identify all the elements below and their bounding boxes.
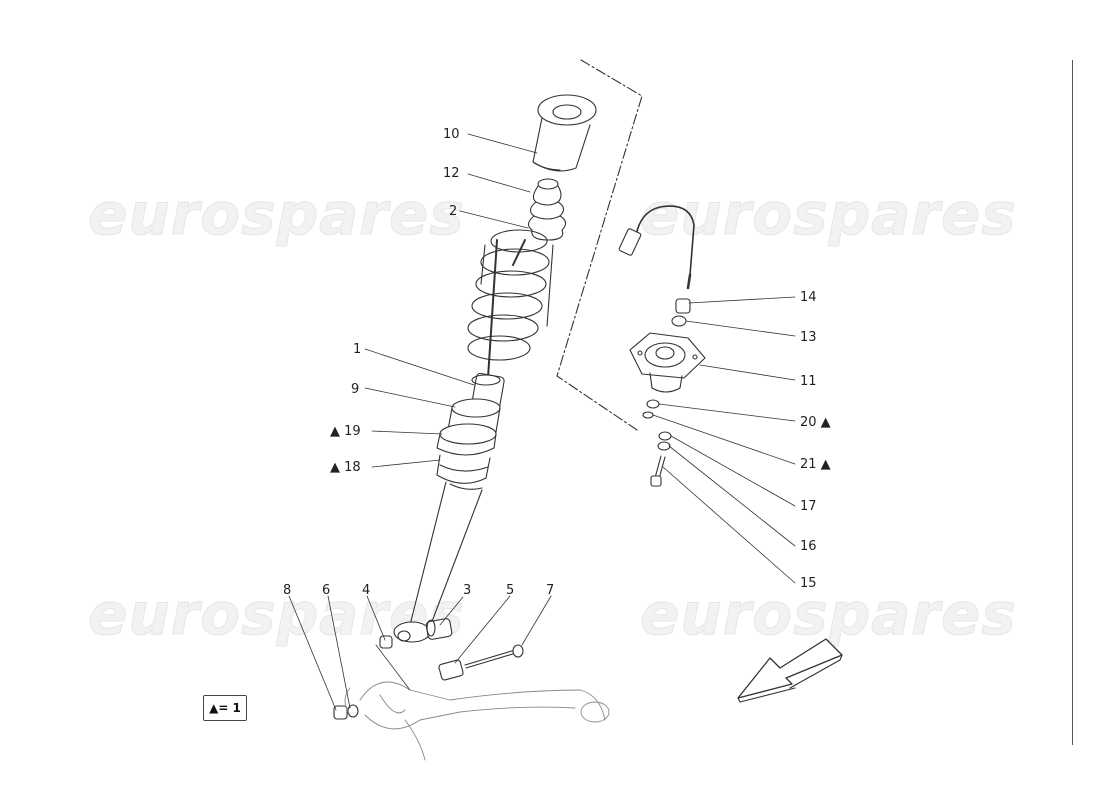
callout-5: 5 — [506, 583, 514, 598]
part-18-adjuster — [436, 454, 491, 484]
part-8-nut — [333, 705, 348, 720]
callout-10: 10 — [443, 127, 460, 142]
direction-arrow-icon — [737, 638, 843, 699]
callout-17: 17 — [800, 499, 817, 514]
watermark-bottom-right: eurospares — [640, 580, 1017, 649]
callout-2: 2 — [449, 204, 457, 219]
leader-lines — [288, 133, 796, 711]
callout-20: 20 ▲ — [800, 415, 831, 430]
sensor-cable — [618, 205, 695, 290]
callout-4: 4 — [362, 583, 370, 598]
part-10-dust-cover — [532, 94, 597, 172]
part-20-washer — [646, 399, 660, 409]
part-5-bushing — [438, 659, 464, 681]
callout-8: 8 — [283, 583, 291, 598]
watermark-top-right: eurospares — [640, 180, 1017, 249]
legend-box: ▲= 1 — [203, 695, 247, 721]
callout-14: 14 — [800, 290, 817, 305]
assembly-boundary — [556, 59, 643, 431]
part-19-ring — [436, 423, 497, 456]
callout-3: 3 — [463, 583, 471, 598]
part-16-washer — [657, 441, 671, 451]
part-12-bump-stop — [527, 178, 567, 241]
right-border-line — [1072, 60, 1073, 745]
callout-11: 11 — [800, 374, 817, 389]
callout-13: 13 — [800, 330, 817, 345]
callout-9: 9 — [351, 382, 359, 397]
callout-1: 1 — [353, 342, 361, 357]
part-1-shock-absorber — [471, 239, 505, 413]
callout-18: ▲ 18 — [330, 460, 361, 475]
callout-7: 7 — [546, 583, 554, 598]
callout-12: 12 — [443, 166, 460, 181]
part-11-top-mount — [629, 332, 706, 393]
part-3-bushing — [425, 618, 453, 640]
part-15-bolt — [650, 455, 666, 487]
callout-15: 15 — [800, 576, 817, 591]
callout-6: 6 — [322, 583, 330, 598]
part-14-cap — [675, 298, 691, 314]
watermark-top-left: eurospares — [88, 180, 465, 249]
callout-16: 16 — [800, 539, 817, 554]
part-7-bolt — [464, 644, 524, 669]
shock-body-tube — [393, 481, 483, 643]
callout-21: 21 ▲ — [800, 457, 831, 472]
part-13-washer — [671, 315, 687, 327]
part-17-washer — [658, 431, 672, 441]
part-21-clip — [642, 411, 654, 419]
callout-19: ▲ 19 — [330, 424, 361, 439]
part-4-spacer — [379, 635, 393, 649]
part-2-coil-spring — [467, 229, 554, 361]
lower-control-arm — [344, 681, 610, 761]
